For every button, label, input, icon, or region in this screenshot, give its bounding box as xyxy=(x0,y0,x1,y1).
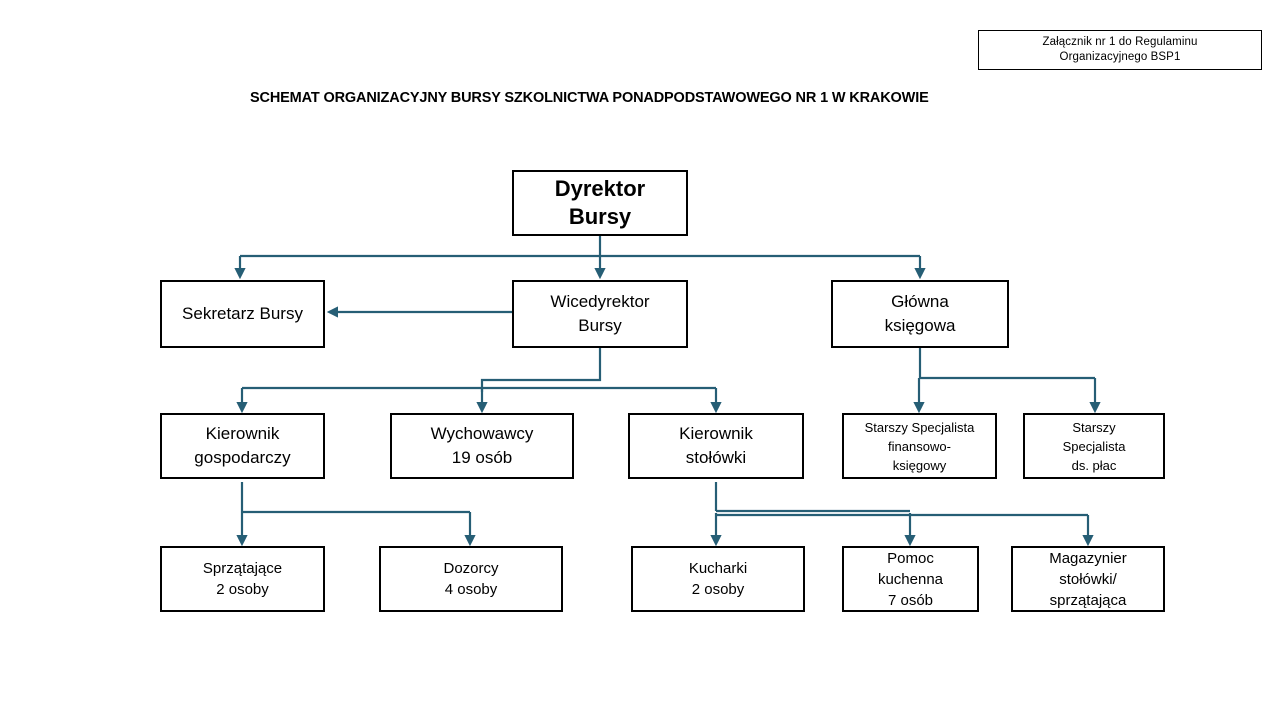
node-vice-director-label: Wicedyrektor Bursy xyxy=(550,292,650,335)
node-chief-accountant-label: Główna księgowa xyxy=(884,292,956,335)
node-caretakers: Dozorcy 4 osoby xyxy=(379,546,563,612)
node-vice-director: Wicedyrektor Bursy xyxy=(512,280,688,348)
node-educators-label: Wychowawcy 19 osób xyxy=(430,424,534,467)
annex-note-line-1: Załącznik nr 1 do Regulaminu xyxy=(1042,36,1198,48)
edge-vicedirector-stem xyxy=(480,348,602,392)
node-manager-economic: Kierownik gospodarczy xyxy=(160,413,325,479)
node-manager-economic-label: Kierownik gospodarczy xyxy=(194,424,291,467)
node-senior-specialist-finance: Starszy Specjalista finansowo- księgowy xyxy=(842,413,997,479)
annex-note-line-2: Organizacyjnego BSP1 xyxy=(1059,51,1181,63)
node-manager-canteen-label: Kierownik stołówki xyxy=(679,424,753,467)
node-senior-specialist-payroll: Starszy Specjalista ds. płac xyxy=(1023,413,1165,479)
node-secretary: Sekretarz Bursy xyxy=(160,280,325,348)
page-title: SCHEMAT ORGANIZACYJNY BURSY SZKOLNICTWA … xyxy=(250,90,929,106)
node-storekeeper: Magazynier stołówki/ sprzątająca xyxy=(1011,546,1165,612)
node-storekeeper-label: Magazynier stołówki/ sprzątająca xyxy=(1049,549,1127,609)
node-cooks: Kucharki 2 osoby xyxy=(631,546,805,612)
annex-note-box: Załącznik nr 1 do Regulaminu Organizacyj… xyxy=(978,30,1262,70)
node-cooks-label: Kucharki 2 osoby xyxy=(688,560,748,598)
node-director: Dyrektor Bursy xyxy=(512,170,688,236)
node-educators: Wychowawcy 19 osób xyxy=(390,413,574,479)
node-director-label: Dyrektor Bursy xyxy=(554,176,646,229)
node-caretakers-label: Dozorcy 4 osoby xyxy=(443,560,499,598)
node-manager-canteen: Kierownik stołówki xyxy=(628,413,804,479)
node-secretary-label: Sekretarz Bursy xyxy=(182,304,303,323)
node-chief-accountant: Główna księgowa xyxy=(831,280,1009,348)
node-cleaners-label: Sprzątające 2 osoby xyxy=(202,560,283,598)
node-senior-specialist-payroll-label: Starszy Specjalista ds. płac xyxy=(1062,419,1126,473)
node-cleaners: Sprzątające 2 osoby xyxy=(160,546,325,612)
node-kitchen-help: Pomoc kuchenna 7 osób xyxy=(842,546,979,612)
node-senior-specialist-finance-label: Starszy Specjalista finansowo- księgowy xyxy=(864,419,975,473)
node-kitchen-help-label: Pomoc kuchenna 7 osób xyxy=(877,549,944,609)
